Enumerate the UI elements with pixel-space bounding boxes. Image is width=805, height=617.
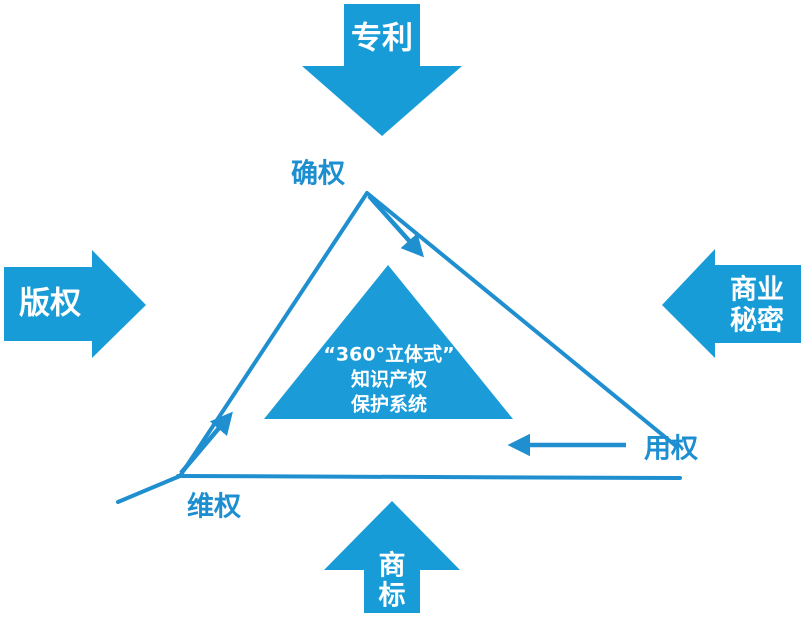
cycle-arrow-queque — [367, 194, 425, 258]
arrow-left-shape — [662, 249, 801, 358]
input-arrow-bottom-label-char1: 商 — [379, 551, 406, 582]
core-triangle-shape — [264, 265, 513, 419]
cycle-label-weiquan: 维权 — [187, 492, 241, 523]
arrow-right-shape — [4, 250, 146, 358]
input-arrow-right-label-line2: 秘密 — [730, 305, 784, 337]
cycle-arrow-weiquan-line — [179, 411, 233, 475]
arrow-up-shape — [324, 501, 460, 613]
core-label-line1: “360°立体式” — [323, 343, 454, 366]
triangle-edge-left-extension — [116, 474, 182, 504]
core-label-line3: 保护系统 — [350, 393, 427, 416]
input-arrow-bottom-label-char2: 标 — [379, 581, 406, 612]
input-arrow-top-label: 专利 — [351, 21, 413, 57]
cycle-arrow-queque-line — [367, 194, 425, 258]
input-arrow-top[interactable]: 专利 — [302, 4, 462, 136]
core-label-line2: 知识产权 — [351, 368, 427, 391]
core-triangle[interactable]: “360°立体式” 知识产权 保护系统 — [264, 265, 513, 419]
input-arrow-left-label: 版权 — [19, 286, 81, 322]
input-arrow-bottom[interactable]: 商 标 — [324, 501, 460, 613]
cycle-label-queque: 确权 — [291, 158, 345, 190]
input-arrow-right[interactable]: 商业 秘密 — [662, 249, 801, 358]
triangle-edge-bottom — [176, 474, 682, 480]
input-arrow-left[interactable]: 版权 — [4, 250, 146, 358]
input-arrow-right-label-line1: 商业 — [730, 275, 784, 306]
cycle-label-yongquan: 用权 — [644, 434, 698, 465]
cycle-arrow-weiquan — [179, 411, 233, 475]
arrow-down-shape — [302, 4, 462, 136]
